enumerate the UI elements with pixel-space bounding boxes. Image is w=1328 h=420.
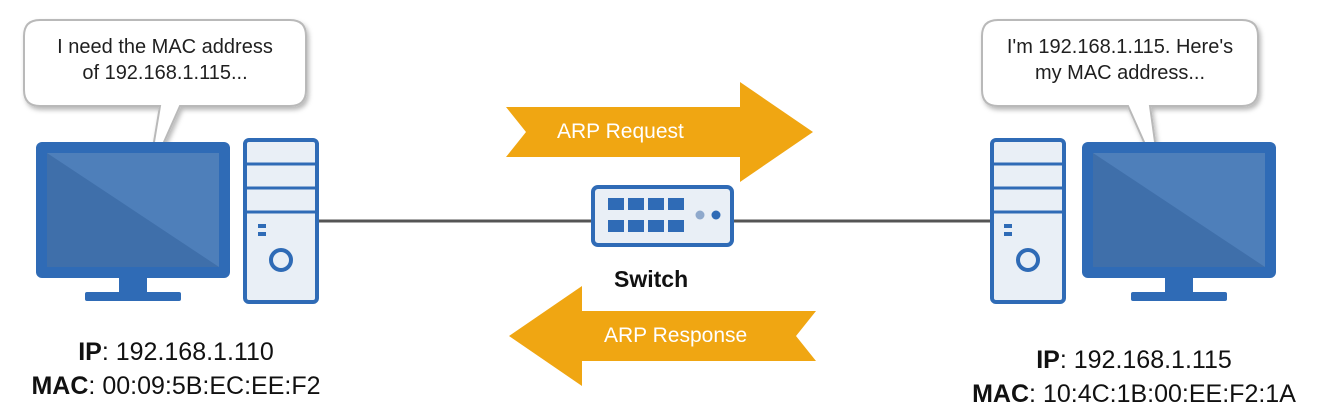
left-mac-label: MAC [31,372,89,400]
right-host-info: IP: 192.168.1.115 MAC: 10:4C:1B:00:EE:F2… [940,343,1328,411]
left-host-info: IP: 192.168.1.110 MAC: 00:09:5B:EC:EE:F2 [0,335,352,403]
right-ip-value: : 192.168.1.115 [1059,346,1232,374]
left-monitor-icon [36,142,230,301]
switch-icon [591,185,734,247]
right-tower-icon [990,138,1066,304]
left-bubble-text: I need the MAC address of 192.168.1.115.… [40,34,290,86]
switch-label: Switch [614,266,689,292]
left-ip-line: IP: 192.168.1.110 [0,335,352,369]
right-bubble-line2: my MAC address... [1034,62,1206,84]
right-monitor-icon [1082,142,1276,301]
left-tower-icon [243,138,319,304]
arp-response-arrow [509,286,816,386]
arp-request-label: ARP Request [557,120,684,143]
right-ip-label: IP [1036,346,1060,374]
left-bubble-line1: I need the MAC address [57,36,273,58]
arp-response-label: ARP Response [604,324,748,347]
right-bubble-text: I'm 192.168.1.115. Here's my MAC address… [992,34,1248,86]
right-ip-line: IP: 192.168.1.115 [940,343,1328,377]
right-bubble-line1: I'm 192.168.1.115. Here's [1006,36,1234,58]
left-bubble-line2: of 192.168.1.115... [82,62,248,84]
right-mac-line: MAC: 10:4C:1B:00:EE:F2:1A [940,377,1328,411]
right-mac-value: : 10:4C:1B:00:EE:F2:1A [1029,380,1296,408]
arp-request-arrow [506,82,813,182]
left-mac-line: MAC: 00:09:5B:EC:EE:F2 [0,369,352,403]
left-ip-value: : 192.168.1.110 [101,338,274,366]
left-ip-label: IP [78,338,102,366]
left-mac-value: : 00:09:5B:EC:EE:F2 [88,372,321,400]
right-mac-label: MAC [972,380,1030,408]
